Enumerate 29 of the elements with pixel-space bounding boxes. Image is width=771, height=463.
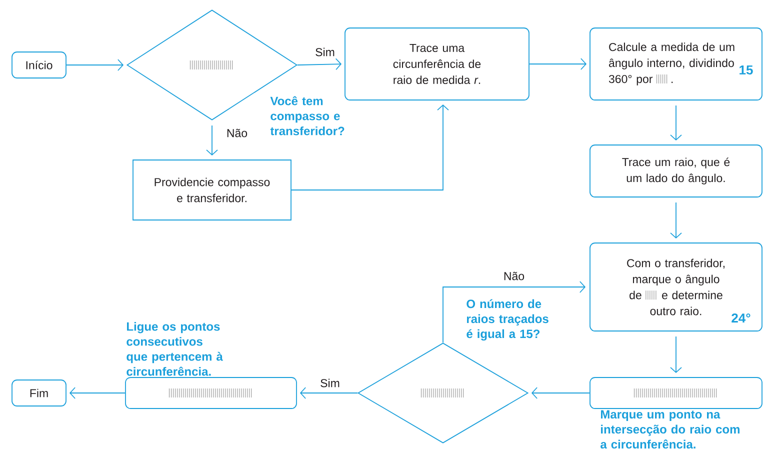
arrow [69,387,126,399]
arrow [670,105,682,141]
start-box: Início [12,52,66,78]
arrow [442,281,586,343]
arrow [291,104,449,190]
arrow [300,387,358,399]
answer-text: Marque um ponto na intersecção do raio com a circunferência. [600,410,740,449]
arrow [670,336,682,374]
process-box: Trace uma circunferência de raio de medida r. [344,28,530,100]
process-box: Trace um raio, que é um lado do ângulo. [590,144,762,198]
question-text: Você tem compasso e transferidor? [270,96,344,136]
arrow [297,58,342,70]
question-text: O número de raios traçados é igual a 15? [466,299,548,341]
arrow [531,387,590,399]
edge-label: Não [502,270,526,282]
arrow [529,58,587,70]
end-box: Fim [12,380,66,406]
edge-label: Não [225,128,249,138]
arrow [206,125,218,156]
process-box: Providencie compasso e transferidor. [132,160,292,220]
edge-label: Sim [319,378,341,388]
arrow [66,59,124,71]
answer-text: Ligue os pontos consecutivos que pertencem à circunferência. [126,322,223,376]
answer-text: 24° [732,313,750,323]
arrow [670,202,682,239]
answer-box [125,377,297,409]
answer-box [590,377,762,409]
answer-text: 15 [740,65,753,75]
edge-label: Sim [314,46,336,58]
